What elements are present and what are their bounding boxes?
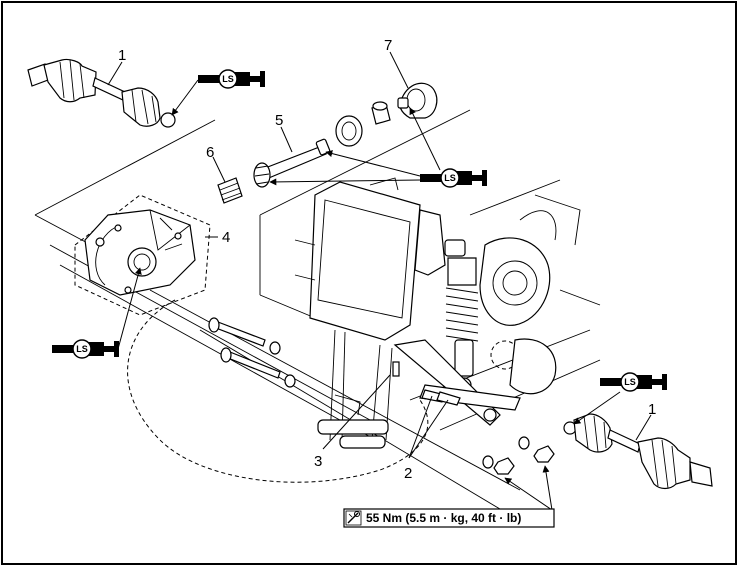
callout-7: 7 bbox=[384, 37, 392, 54]
callout-leaders bbox=[107, 51, 652, 511]
callout-1-right: 1 bbox=[648, 401, 656, 418]
pin-bolts bbox=[392, 361, 461, 406]
drive-shaft-right bbox=[563, 413, 713, 490]
grease-symbol-mid: LS bbox=[419, 168, 488, 188]
torque-wrench-icon bbox=[345, 510, 362, 526]
radiator-assembly bbox=[294, 177, 446, 449]
differential-gear-case bbox=[74, 194, 211, 316]
ls-label: LS bbox=[444, 173, 456, 183]
nuts-washers bbox=[482, 436, 555, 475]
ls-label: LS bbox=[76, 344, 88, 354]
oil-seal bbox=[335, 101, 391, 147]
brake-knuckle-assembly bbox=[479, 194, 601, 395]
drive-shaft-left bbox=[27, 58, 176, 128]
callout-1-top: 1 bbox=[118, 47, 126, 64]
torque-spec-box: 55 Nm (5.5 m · kg, 40 ft · lb) bbox=[343, 508, 555, 528]
callout-4: 4 bbox=[222, 229, 230, 246]
hidden-path-line bbox=[127, 299, 429, 483]
grease-arrows bbox=[117, 79, 621, 425]
callout-5: 5 bbox=[275, 112, 283, 129]
ls-label: LS bbox=[222, 74, 234, 84]
spring bbox=[217, 177, 243, 204]
callout-2: 2 bbox=[404, 465, 412, 482]
callout-3: 3 bbox=[314, 453, 322, 470]
torque-spec-text: 55 Nm (5.5 m · kg, 40 ft · lb) bbox=[366, 511, 521, 525]
ls-label: LS bbox=[624, 377, 636, 387]
mounting-bolts bbox=[208, 317, 296, 388]
flange-yoke bbox=[397, 82, 438, 119]
grease-symbol-right: LS bbox=[599, 372, 668, 392]
pinion-shaft bbox=[253, 138, 331, 188]
grease-symbol-top: LS bbox=[197, 69, 266, 89]
callout-6: 6 bbox=[206, 144, 214, 161]
grease-symbol-left: LS bbox=[51, 339, 120, 359]
